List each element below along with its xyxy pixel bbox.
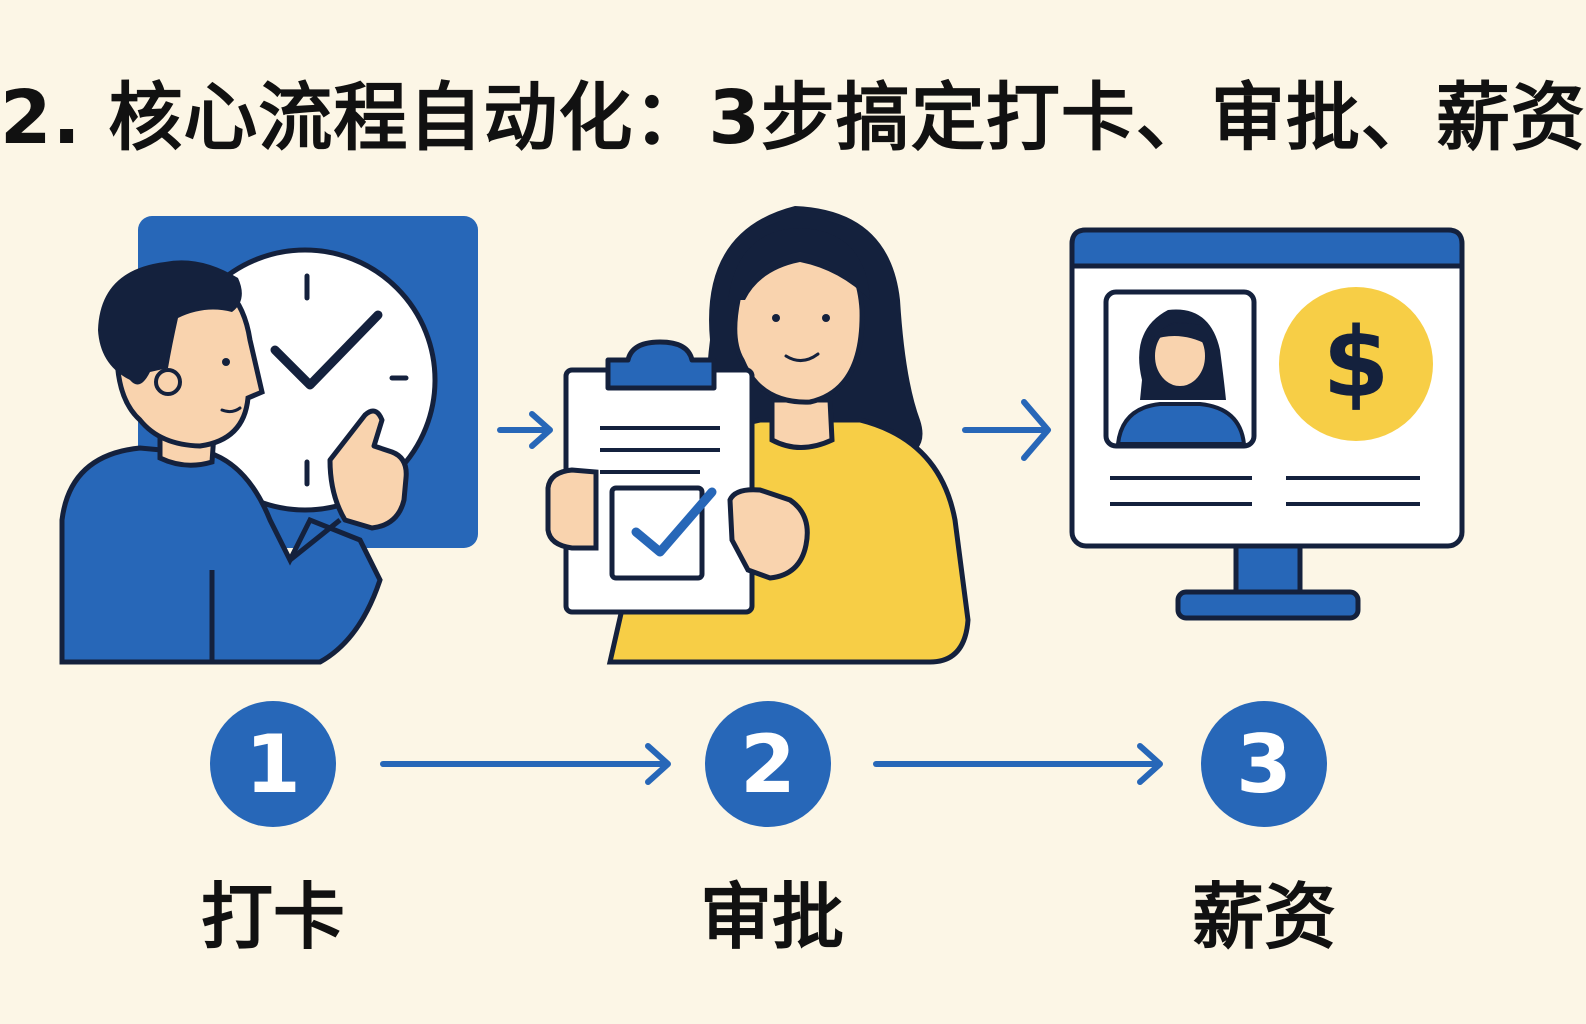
arrow-right-icon	[380, 743, 671, 785]
step-3-number: 3	[1236, 718, 1292, 811]
step-1-label: 打卡	[200, 875, 345, 959]
dollar-coin-icon	[1279, 287, 1433, 441]
arrow-right-icon	[873, 743, 1163, 785]
step-3-badge: 3	[1201, 701, 1327, 827]
person-clock-checkin-icon	[59, 216, 478, 665]
checkmark-icon	[631, 487, 717, 557]
step-2-label: 审批	[699, 875, 844, 959]
process-diagram: $ 1 2 3	[59, 206, 1465, 827]
woman-clipboard-approval-icon	[545, 206, 971, 665]
step-1-badge: 1	[210, 701, 336, 827]
monitor-payroll-dollar-icon: $	[1069, 227, 1465, 621]
arrow-right-icon	[497, 411, 553, 449]
step-2-number: 2	[740, 718, 796, 811]
page-title: 2. 核心流程自动化：3步搞定打卡、审批、薪资	[0, 75, 1586, 161]
step-2-badge: 2	[705, 701, 831, 827]
arrow-right-icon	[962, 399, 1051, 461]
dollar-symbol: $	[1323, 307, 1390, 419]
step-1-number: 1	[245, 718, 301, 811]
step-3-label: 薪资	[1191, 875, 1336, 959]
